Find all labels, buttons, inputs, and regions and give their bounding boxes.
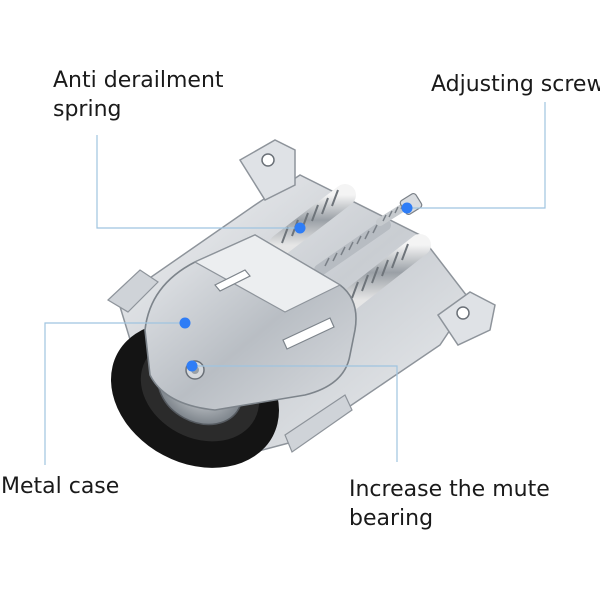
marker-dot-bearing (186, 360, 198, 372)
label-adjusting-screw-line1: Adjusting screw (431, 72, 600, 97)
marker-dots (179, 202, 413, 372)
adjusting-screw (376, 192, 423, 226)
label-anti-derailment-line2: spring (53, 97, 122, 122)
leader-mute-bearing (192, 365, 398, 462)
label-anti-derailment-spring: Anti derailment spring (53, 66, 224, 124)
anti-derailment-spring (269, 184, 431, 311)
label-mute-bearing-line2: bearing (349, 506, 434, 531)
label-mute-bearing: Increase the mute bearing (349, 475, 550, 533)
marker-dot-case (179, 317, 191, 329)
leader-anti-derailment (96, 135, 298, 229)
leader-lines (44, 102, 546, 465)
marker-dot-screw (401, 202, 413, 214)
label-adjusting-screw: Adjusting screw (431, 70, 600, 99)
label-anti-derailment-line1: Anti derailment (53, 68, 224, 93)
label-metal-case-line1: Metal case (1, 474, 120, 499)
marker-dot-spring (294, 222, 306, 234)
leader-metal-case (44, 322, 185, 465)
label-mute-bearing-line1: Increase the mute (349, 477, 550, 502)
leader-adjusting-screw (408, 102, 546, 209)
label-metal-case: Metal case (1, 472, 119, 501)
